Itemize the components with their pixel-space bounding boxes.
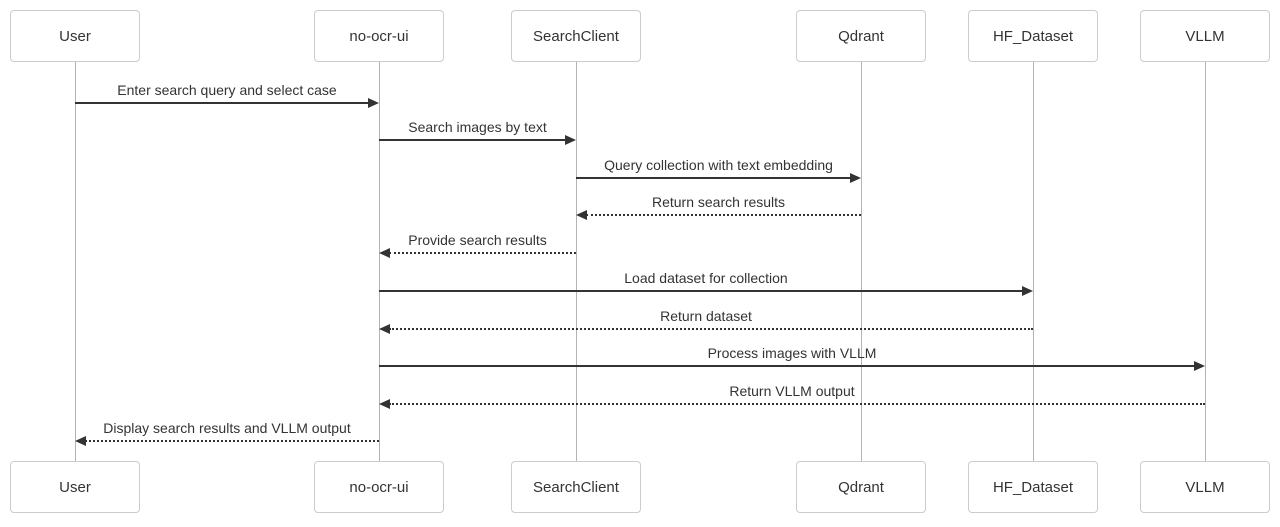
actor-label: HF_Dataset <box>992 478 1074 496</box>
actor-label: no-ocr-ui <box>349 478 409 496</box>
actor-box-SearchClient: SearchClient <box>511 10 641 62</box>
actor-label: User <box>59 478 91 496</box>
actor-box-SearchClient: SearchClient <box>511 461 641 513</box>
message-arrowhead-right <box>565 135 576 145</box>
message-label: Return dataset <box>660 308 752 324</box>
message-arrowhead-left <box>576 210 587 220</box>
message-line-dashed <box>389 252 576 254</box>
message-line-solid <box>379 290 1023 292</box>
lifeline-no-ocr-ui <box>379 62 380 461</box>
actor-box-Qdrant: Qdrant <box>796 10 926 62</box>
lifeline-VLLM <box>1205 62 1206 461</box>
actor-label: SearchClient <box>533 27 619 45</box>
actor-label: Qdrant <box>838 478 884 496</box>
actor-label: User <box>59 27 91 45</box>
message-line-solid <box>576 177 851 179</box>
message-line-dashed <box>389 328 1033 330</box>
actor-box-Qdrant: Qdrant <box>796 461 926 513</box>
message-label: Provide search results <box>408 232 547 248</box>
actor-label: VLLM <box>1185 478 1225 496</box>
actor-box-VLLM: VLLM <box>1140 461 1270 513</box>
message-line-dashed <box>85 440 379 442</box>
message-arrowhead-right <box>1022 286 1033 296</box>
message-arrowhead-right <box>368 98 379 108</box>
message-arrowhead-left <box>379 399 390 409</box>
message-label: Display search results and VLLM output <box>103 420 351 436</box>
lifeline-SearchClient <box>576 62 577 461</box>
lifeline-HF_Dataset <box>1033 62 1034 461</box>
actor-box-HF_Dataset: HF_Dataset <box>968 10 1098 62</box>
message-label: Return VLLM output <box>729 383 855 399</box>
actor-box-no-ocr-ui: no-ocr-ui <box>314 461 444 513</box>
actor-box-no-ocr-ui: no-ocr-ui <box>314 10 444 62</box>
lifeline-User <box>75 62 76 461</box>
message-arrowhead-left <box>379 248 390 258</box>
message-label: Return search results <box>651 194 786 210</box>
message-arrowhead-right <box>1194 361 1205 371</box>
actor-box-VLLM: VLLM <box>1140 10 1270 62</box>
actor-box-User: User <box>10 461 140 513</box>
message-line-solid <box>379 365 1195 367</box>
message-line-solid <box>379 139 566 141</box>
actor-label: VLLM <box>1185 27 1225 45</box>
message-line-dashed <box>586 214 861 216</box>
message-label: Query collection with text embedding <box>604 157 833 173</box>
actor-label: HF_Dataset <box>992 27 1074 45</box>
message-line-dashed <box>389 403 1205 405</box>
actor-label: no-ocr-ui <box>349 27 409 45</box>
message-label: Enter search query and select case <box>117 82 337 98</box>
lifeline-Qdrant <box>861 62 862 461</box>
message-arrowhead-left <box>379 324 390 334</box>
message-label: Process images with VLLM <box>707 345 877 361</box>
message-arrowhead-left <box>75 436 86 446</box>
message-label: Search images by text <box>408 119 547 135</box>
actor-label: SearchClient <box>533 478 619 496</box>
actor-label: Qdrant <box>838 27 884 45</box>
message-line-solid <box>75 102 369 104</box>
message-arrowhead-right <box>850 173 861 183</box>
actor-box-User: User <box>10 10 140 62</box>
actor-box-HF_Dataset: HF_Dataset <box>968 461 1098 513</box>
message-label: Load dataset for collection <box>624 270 788 286</box>
